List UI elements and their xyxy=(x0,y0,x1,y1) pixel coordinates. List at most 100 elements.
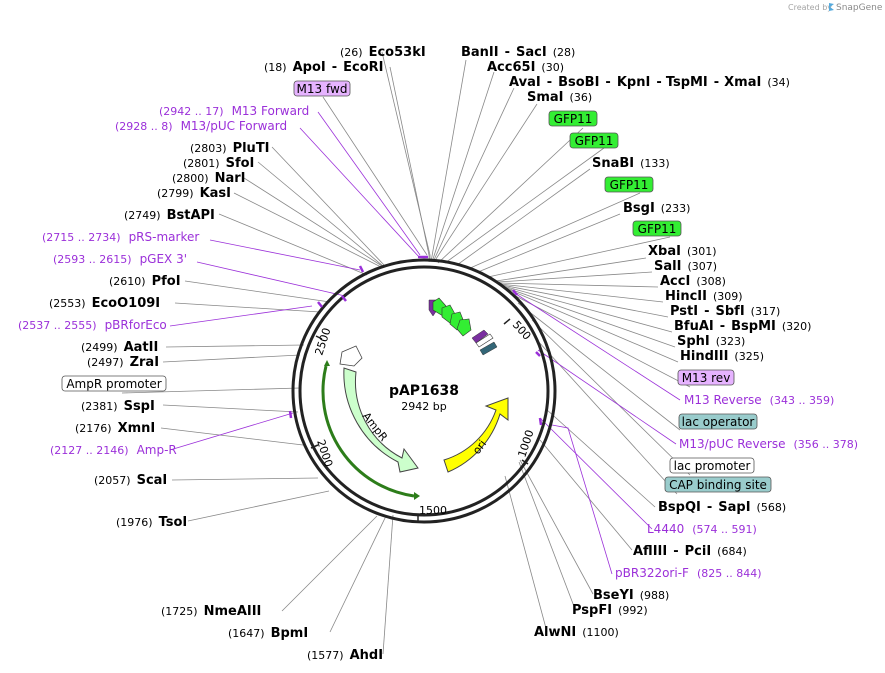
primer-leader-line xyxy=(196,261,346,297)
site-position: (1976) xyxy=(116,516,153,529)
leader-line xyxy=(487,236,671,278)
feature-box-b2: GFP11 xyxy=(548,110,598,127)
site-name: - xyxy=(505,45,510,60)
primer-label-p2: (2928 .. 8)M13/pUC Forward xyxy=(115,119,287,133)
leader-line xyxy=(257,161,384,267)
site-label-s13: PstI-SbfI(317) xyxy=(670,304,780,319)
leader-line xyxy=(504,475,548,633)
site-label-s7: SnaBI(133) xyxy=(592,156,670,171)
credit-prefix: Created by xyxy=(788,3,832,12)
site-name: PspFI xyxy=(572,603,612,618)
site-name: BanII xyxy=(461,45,499,60)
primer-mark xyxy=(535,351,541,357)
leader-line xyxy=(504,287,679,363)
ori-arrow xyxy=(443,397,509,473)
primer-name: Amp-R xyxy=(137,443,177,457)
primer-leader-line xyxy=(537,349,677,445)
site-position: (1725) xyxy=(161,605,198,618)
primer-marks xyxy=(288,255,543,426)
backbone xyxy=(291,258,557,524)
leader-line xyxy=(536,339,678,495)
leader-line xyxy=(430,59,467,263)
site-position: (233) xyxy=(661,202,691,215)
site-label-s32: (2610)PfoI xyxy=(109,274,181,289)
leader-line xyxy=(381,51,431,262)
feature-box-bg xyxy=(678,413,758,430)
leader-line xyxy=(519,459,594,595)
feature-box-b6: M13 rev xyxy=(677,369,735,386)
feature-box-bg xyxy=(604,176,654,193)
site-label-s34: (2799)KasI xyxy=(157,186,231,201)
site-label-s14: BfuAI-BspMI(320) xyxy=(674,319,811,334)
feature-box-bg xyxy=(632,220,682,237)
primer-name: M13/pUC Reverse xyxy=(679,437,786,451)
primer-name: pBRforEco xyxy=(105,318,167,332)
site-name: XbaI xyxy=(648,244,681,259)
leader-line xyxy=(437,127,584,264)
site-name: XmnI xyxy=(118,421,156,436)
site-position: (307) xyxy=(687,260,717,273)
site-name: AlwNI xyxy=(534,625,576,640)
feature-box-b4: GFP11 xyxy=(604,176,654,193)
site-labels: (26)Eco53kI(18)ApoI-EcoRIBanII-SacI(28)A… xyxy=(49,45,811,663)
feature-box-b5: GFP11 xyxy=(632,220,682,237)
primer-labels: (2942 .. 17)M13 Forward(2928 .. 8)M13/pU… xyxy=(18,104,858,580)
plasmid-name: pAP1638 xyxy=(389,383,459,399)
site-name: AvaI xyxy=(509,75,541,90)
ampr-promoter-arrow xyxy=(339,345,363,367)
primer-range: (356 .. 378) xyxy=(794,438,859,451)
feature-box-text: CAP binding site xyxy=(669,478,767,492)
leader-line xyxy=(184,280,331,303)
ampr-track-start xyxy=(324,360,330,366)
site-name: TspMI xyxy=(666,75,708,90)
site-label-s24: (1725)NmeAIII xyxy=(161,604,261,619)
tick-1000: 1000 xyxy=(515,428,536,459)
leader-line xyxy=(271,146,385,266)
site-name: HindIII xyxy=(680,349,728,364)
site-name: AflIII xyxy=(633,544,667,559)
tick-marks xyxy=(310,318,529,521)
site-name: SacI xyxy=(516,45,547,60)
primer-mark xyxy=(358,265,365,273)
leader-line xyxy=(495,257,647,282)
primer-name: M13/pUC Forward xyxy=(181,119,288,133)
site-position: (2799) xyxy=(157,187,194,200)
site-label-s4: Acc65I(30) xyxy=(487,60,564,75)
site-position: (1577) xyxy=(307,649,344,662)
site-label-s16: HindIII(325) xyxy=(680,349,764,364)
site-position: (323) xyxy=(716,335,746,348)
site-label-s28: (2381)SspI xyxy=(81,399,155,414)
site-name: XmaI xyxy=(724,75,761,90)
site-name: BspMI xyxy=(731,319,776,334)
primer-name: M13 Forward xyxy=(232,104,310,118)
site-name: Eco53kI xyxy=(369,45,426,60)
primer-mark xyxy=(341,295,347,302)
leader-line xyxy=(477,213,621,273)
primer-label-p9: L4440(574 .. 591) xyxy=(647,522,757,536)
leader-line xyxy=(499,283,664,303)
primer-range: (2593 .. 2615) xyxy=(53,253,132,266)
primer-label-p6: (2127 .. 2146)Amp-R xyxy=(50,443,177,457)
feature-box-bg xyxy=(664,476,772,493)
primer-range: (2715 .. 2734) xyxy=(42,231,121,244)
site-name: BsgI xyxy=(623,201,655,216)
site-name: PciI xyxy=(685,544,712,559)
leader-line xyxy=(389,66,430,262)
site-name: - xyxy=(720,319,725,334)
leader-line xyxy=(503,286,676,348)
primer-range: (2537 .. 2555) xyxy=(18,319,97,332)
primer-mark xyxy=(288,410,293,419)
site-position: (28) xyxy=(553,46,576,59)
site-name: ZraI xyxy=(130,355,159,370)
site-name: - xyxy=(656,75,661,90)
site-label-s6: SmaI(36) xyxy=(527,90,592,105)
site-label-s18: AflIII-PciI(684) xyxy=(633,544,747,559)
site-name: - xyxy=(707,500,712,515)
site-position: (2497) xyxy=(87,356,124,369)
site-label-s27: (2176)XmnI xyxy=(75,421,155,436)
plasmid-size: 2942 bp xyxy=(401,400,446,413)
feature-box-bg xyxy=(548,110,598,127)
site-position: (2610) xyxy=(109,275,146,288)
primer-mark xyxy=(317,301,323,308)
primer-range: (574 .. 591) xyxy=(692,523,757,536)
